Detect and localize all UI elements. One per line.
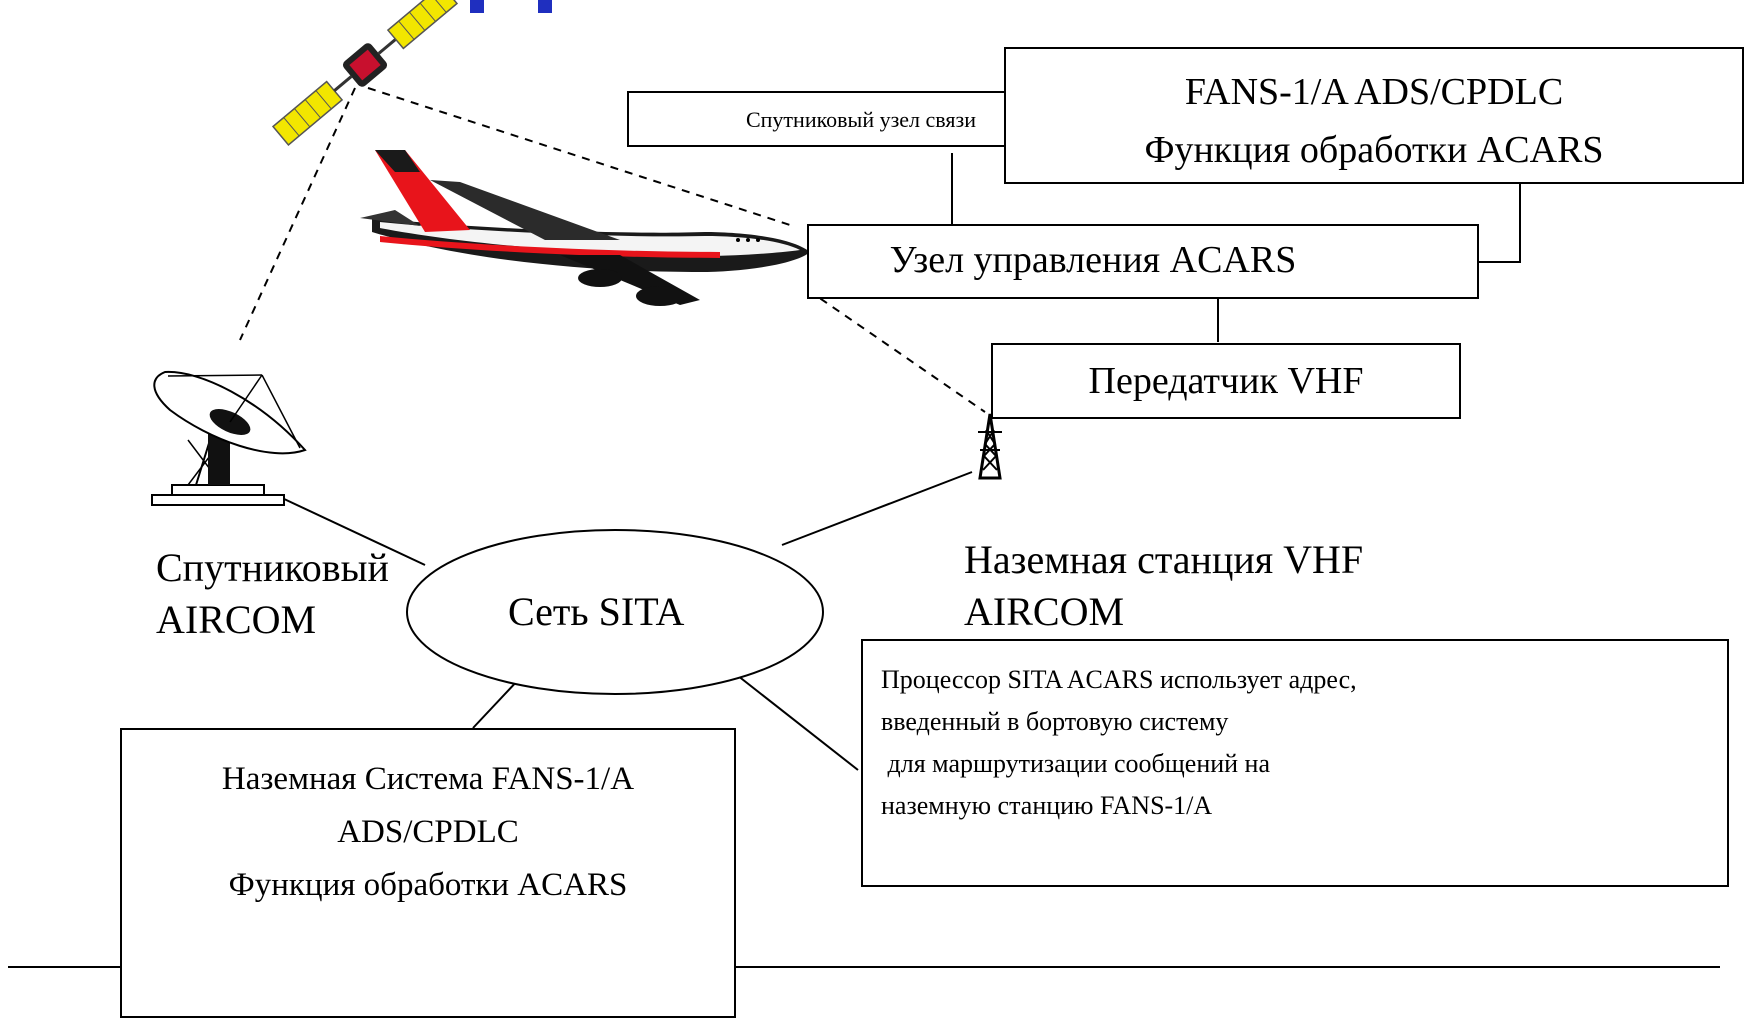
tower-to-sita-line	[781, 471, 973, 546]
processor-note-line4: наземную станцию FANS-1/A	[881, 791, 1213, 820]
fans-ads-line2: Функция обработки ACARS	[1144, 129, 1604, 171]
ground-system-line2: ADS/CPDLC	[337, 814, 519, 850]
vhf-transmitter-label: Передатчик VHF	[1088, 360, 1364, 402]
satellite-to-dish-link	[239, 87, 356, 341]
satellite-aircom-line2: AIRCOM	[156, 597, 317, 642]
ground-system-box: Наземная Система FANS-1/A ADS/CPDLC Функ…	[120, 728, 736, 1018]
vhf-transmitter-box: Передатчик VHF	[991, 343, 1461, 419]
satellite-icon	[271, 0, 459, 146]
sita-network-label: Сеть SITA	[508, 588, 684, 635]
vhf-station-line1: Наземная станция VHF	[964, 537, 1364, 582]
acars-control-label: Узел управления ACARS	[889, 239, 1297, 281]
ground-system-line1: Наземная Система FANS-1/A	[221, 761, 635, 797]
processor-note-line2: введенный в бортовую систему	[881, 707, 1229, 736]
satellite-aircom-line1: Спутниковый	[156, 545, 389, 590]
processor-note-box: Процессор SITA ACARS использует адрес, в…	[861, 639, 1729, 887]
processor-note-line3: для маршрутизации сообщений на	[881, 749, 1271, 778]
airplane-icon	[360, 150, 810, 306]
title-fragment	[470, 0, 552, 13]
sita-network-ellipse	[406, 529, 824, 695]
ground-system-line3: Функция обработки ACARS	[228, 867, 628, 903]
fans-ads-box: FANS-1/A ADS/CPDLC Функция обработки ACA…	[1004, 47, 1744, 184]
radio-tower-icon	[978, 413, 1002, 480]
network-diagram	[8, 0, 1720, 968]
satellite-node-label: Спутниковый узел связи	[745, 107, 976, 132]
sita-to-note-line	[727, 667, 859, 771]
airplane-to-tower-link	[807, 289, 986, 413]
sita-network-text: Сеть SITA	[508, 589, 685, 634]
satellite-aircom-label: Спутниковый AIRCOM	[156, 542, 389, 646]
vhf-station-line2: AIRCOM	[964, 589, 1125, 634]
vhf-station-label: Наземная станция VHF AIRCOM	[964, 534, 1363, 638]
acars-control-box: Узел управления ACARS	[807, 224, 1479, 299]
processor-note-line1: Процессор SITA ACARS использует адрес,	[881, 665, 1357, 694]
sita-to-ground-line	[472, 677, 521, 729]
satellite-dish-icon	[151, 370, 307, 506]
dish-to-sita-line	[281, 497, 426, 566]
fans-ads-line1: FANS-1/A ADS/CPDLC	[1184, 71, 1564, 113]
